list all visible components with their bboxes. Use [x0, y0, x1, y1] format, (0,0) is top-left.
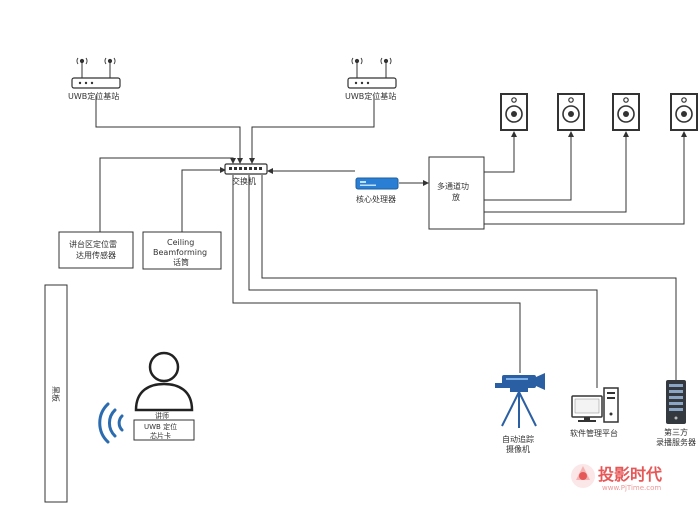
ceiling-mic-box	[142, 231, 222, 270]
core-processor-label: 核心处理器	[356, 194, 396, 204]
speaker-2[interactable]	[557, 93, 585, 131]
uwb-tag-label-line2: 芯片卡	[150, 431, 171, 440]
link-uwb-left-switch	[95, 96, 243, 164]
blackboard-label: 黑板	[51, 386, 61, 402]
watermark-url: www.PjTime.com	[602, 484, 661, 492]
link-switch-camera	[232, 175, 521, 373]
router-icon	[347, 77, 397, 89]
sensor-label-line1: 讲台区定位雷	[69, 239, 117, 249]
speaker-icon	[670, 93, 698, 131]
uwb-base-left-label: UWB定位基站	[68, 91, 119, 101]
wireless-signal-icon	[98, 402, 124, 444]
server-label-line2: 录播服务器	[656, 437, 696, 447]
multi-channel-amplifier[interactable]: 多通道功 放	[428, 156, 485, 230]
pjtime-logo-icon	[571, 464, 595, 488]
watermark: 投影时代 www.PjTime.com	[571, 464, 662, 492]
speaker-icon	[612, 93, 640, 131]
uwb-base-station-left[interactable]: UWB定位基站	[68, 57, 121, 101]
watermark-brand: 投影时代	[598, 465, 662, 484]
ceiling-label-line1: Ceiling	[167, 238, 194, 247]
link-ceiling-switch	[181, 167, 226, 232]
processor-icon	[355, 177, 399, 190]
lecturer[interactable]: 讲师 UWB 定位 芯片卡	[98, 351, 195, 444]
speaker-1[interactable]	[500, 93, 528, 131]
uwb-tag-label-line1: UWB 定位	[144, 422, 177, 431]
server-label-line1: 第三方	[664, 427, 688, 437]
link-sensor-switch	[99, 157, 236, 232]
blackboard: 黑板	[44, 284, 68, 503]
camera-label-line1: 自动追踪	[502, 434, 534, 444]
blackboard-panel	[44, 284, 68, 503]
camera-label-line2: 摄像机	[506, 444, 530, 454]
auto-tracking-camera[interactable]: 自动追踪 摄像机	[495, 373, 545, 454]
software-management-platform[interactable]: 软件管理平台	[570, 387, 619, 438]
amplifier-label-line2: 放	[452, 192, 460, 202]
core-processor[interactable]: 核心处理器	[355, 177, 399, 204]
router-icon	[71, 77, 121, 89]
ceiling-label-line3: 话筒	[173, 257, 189, 267]
ceiling-label-line2: Beamforming	[153, 248, 207, 257]
antenna-icon	[76, 57, 116, 79]
ceiling-beamforming-mic[interactable]: Ceiling Beamforming 话筒	[142, 231, 222, 270]
network-switch[interactable]: 交换机	[224, 163, 268, 186]
uwb-base-station-right[interactable]: UWB定位基站	[345, 57, 397, 101]
sensor-box	[58, 231, 134, 269]
speaker-icon	[557, 93, 585, 131]
link-amp-speaker-4	[484, 131, 687, 225]
computer-icon	[571, 387, 619, 423]
uwb-base-right-label: UWB定位基站	[345, 91, 396, 101]
server-icon	[666, 380, 686, 424]
software-platform-label: 软件管理平台	[570, 428, 618, 438]
speaker-3[interactable]	[612, 93, 640, 131]
sensor-label-line2: 达用传感器	[76, 250, 116, 260]
link-uwb-right-switch	[249, 96, 375, 164]
camera-icon	[495, 373, 545, 428]
antenna-icon	[351, 57, 392, 79]
third-party-recording-server[interactable]: 第三方 录播服务器	[656, 380, 696, 447]
connection-lines	[95, 96, 687, 388]
speaker-icon	[500, 93, 528, 131]
amplifier-box	[428, 156, 485, 230]
podium-radar-sensor[interactable]: 讲台区定位雷 达用传感器	[58, 231, 134, 269]
uwb-tag-card	[133, 419, 195, 441]
person-icon	[134, 351, 194, 412]
link-switch-platform	[248, 175, 598, 388]
lecturer-label: 讲师	[155, 411, 169, 420]
speaker-4[interactable]	[670, 93, 698, 131]
link-amp-speaker-1	[484, 131, 517, 173]
switch-label: 交换机	[232, 176, 256, 186]
link-switch-server	[261, 175, 677, 380]
link-amp-speaker-2	[484, 131, 574, 201]
amplifier-label-line1: 多通道功	[437, 181, 469, 191]
link-amp-speaker-3	[484, 131, 629, 213]
